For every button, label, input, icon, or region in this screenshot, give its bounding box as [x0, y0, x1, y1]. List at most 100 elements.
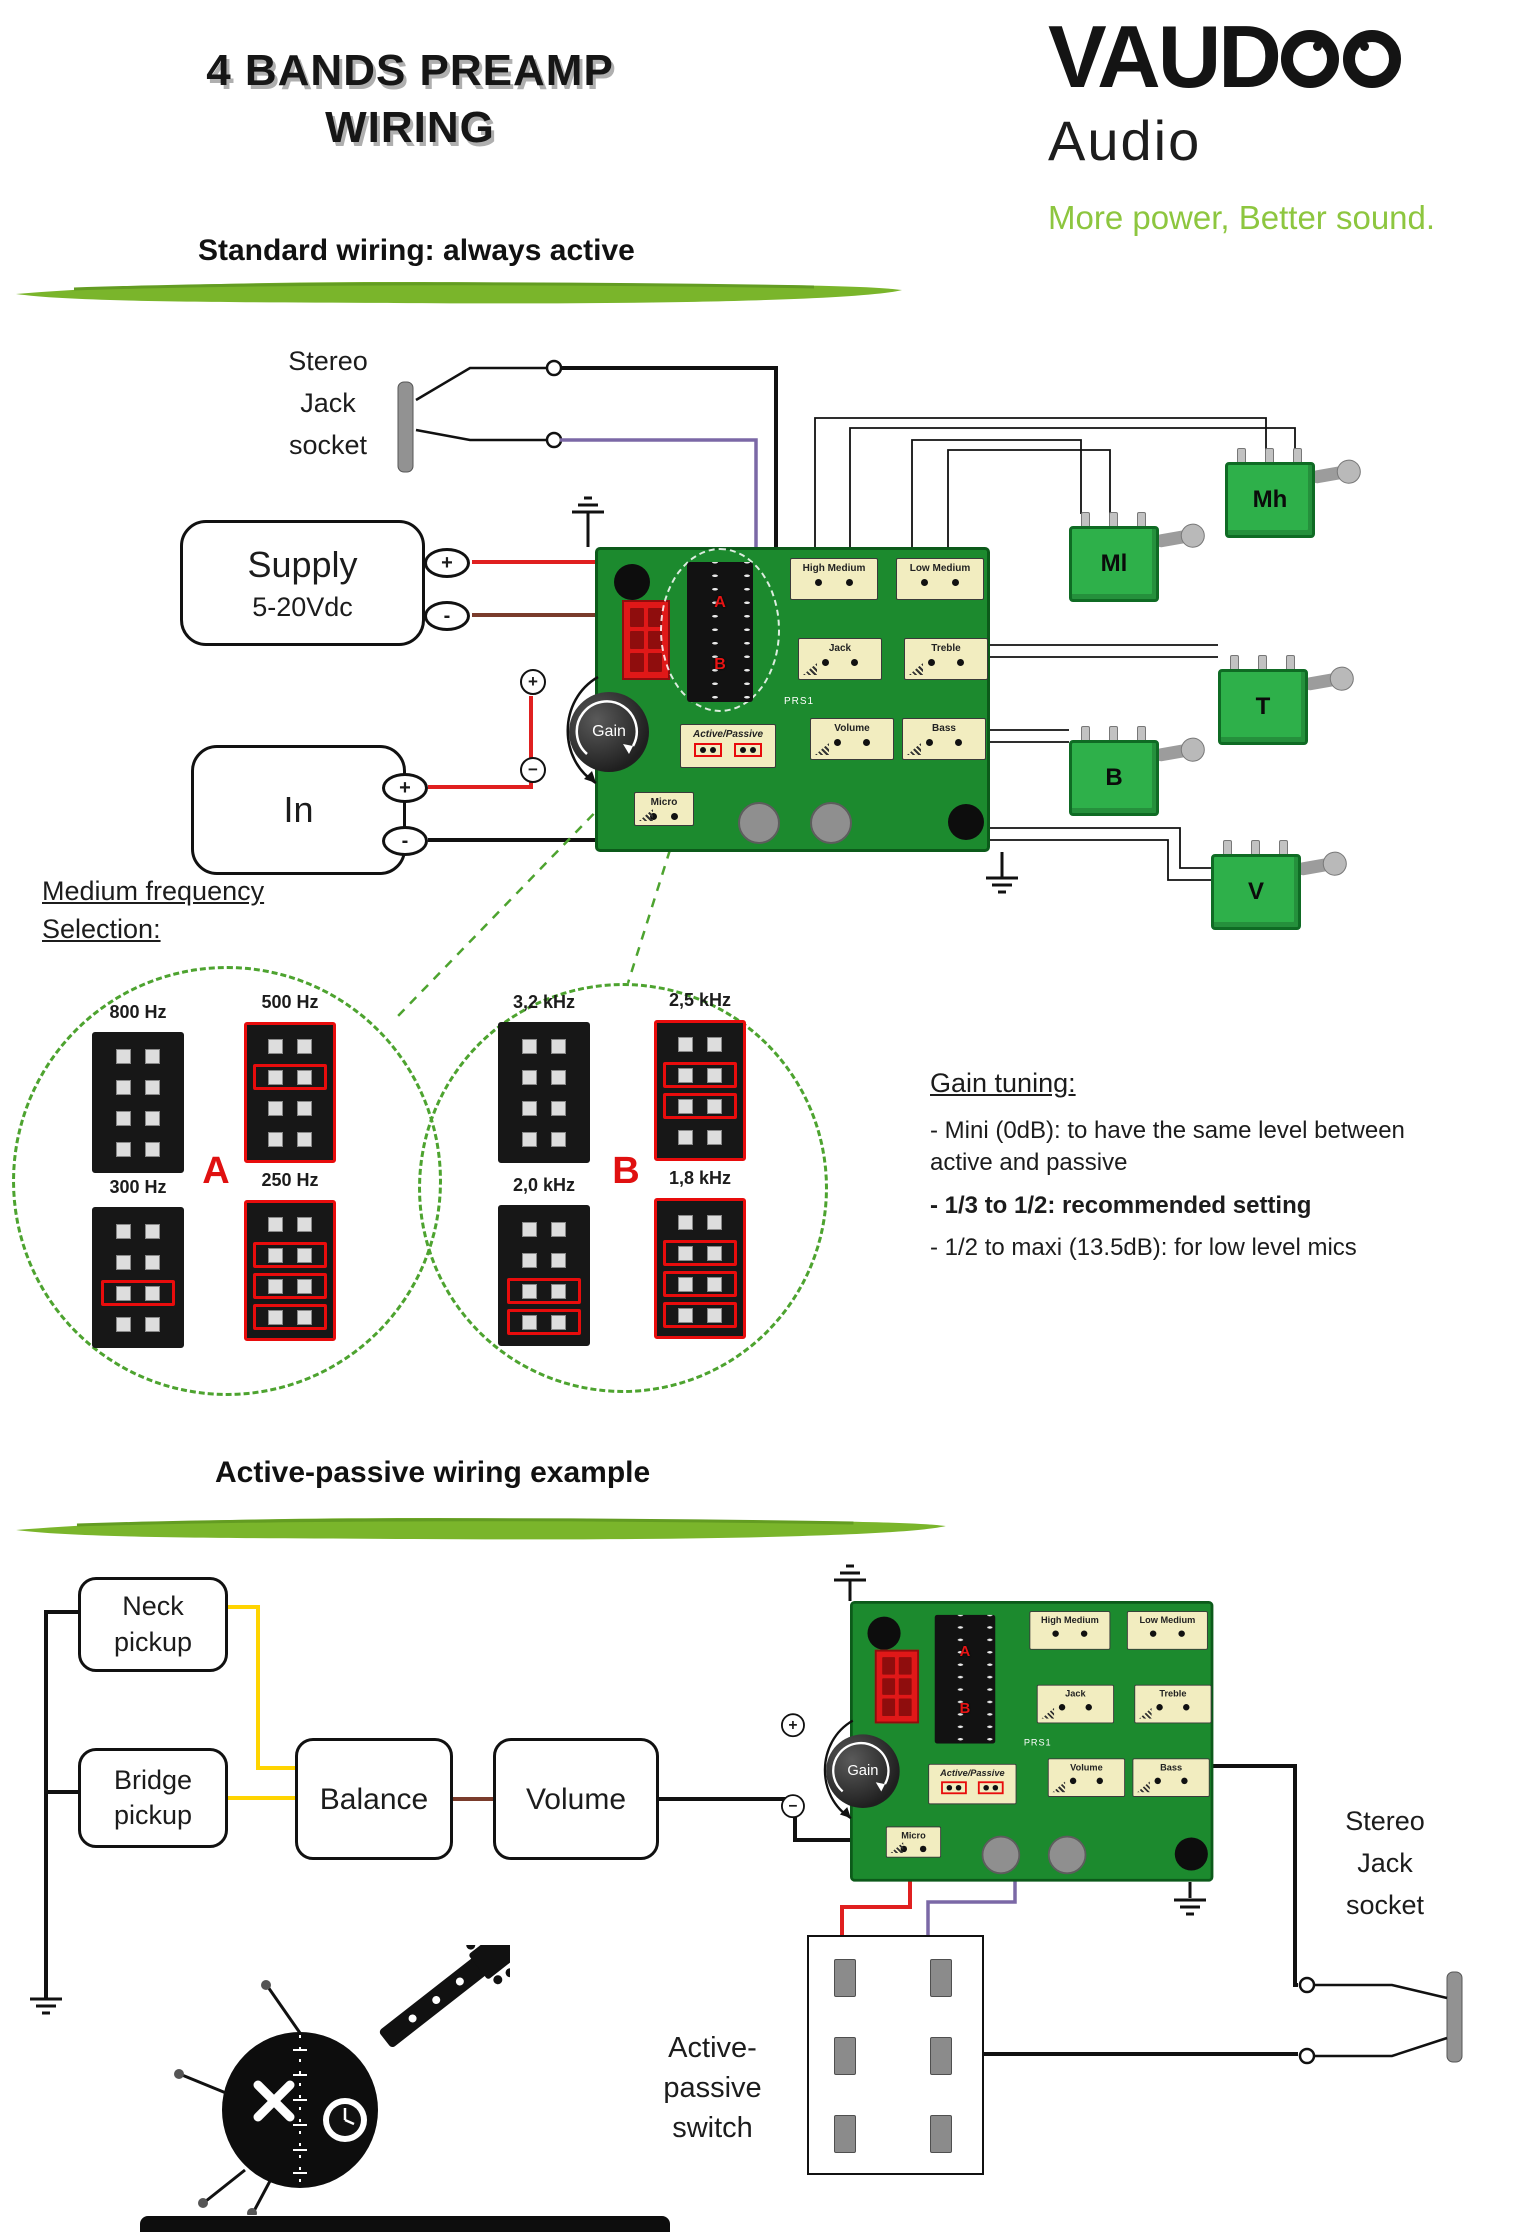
connector-bass: Bass — [1132, 1758, 1210, 1797]
jumper-block-ab: A B — [687, 562, 753, 702]
jumper-pad — [297, 1247, 312, 1263]
gain-tuning-item: - Mini (0dB): to have the same level bet… — [930, 1117, 1405, 1177]
wire-pickup-ground — [44, 1610, 78, 1999]
neck-pickup-box: Neck pickup — [78, 1577, 228, 1672]
switch-label: Active- passive switch — [663, 2032, 762, 2144]
jumper-pad — [297, 1216, 312, 1232]
pot-body: Ml — [1069, 526, 1159, 602]
x-eye-icon — [253, 2080, 295, 2122]
minus-terminal: − — [520, 757, 546, 783]
freq-label: 250 Hz — [261, 1170, 319, 1190]
potentiometer-mh: Mh — [1225, 448, 1350, 540]
supply-title: Supply — [247, 543, 358, 585]
page-title: 4 BANDS PREAMP WIRING — [135, 42, 685, 156]
capacitor-icon — [1174, 1837, 1208, 1871]
stereo-jack-label-line: Jack — [300, 388, 356, 418]
jumper-row — [663, 1240, 737, 1266]
jumper-pad — [707, 1098, 722, 1114]
jumper-pad — [707, 1067, 722, 1083]
jumper-pad — [268, 1309, 283, 1325]
knob-pointer-icon — [1312, 42, 1322, 51]
pot-shaft — [1154, 742, 1194, 763]
jumper-pad — [707, 1245, 722, 1261]
footer-bar — [140, 2216, 670, 2232]
active-passive-switch — [807, 1935, 984, 2175]
jumper-pad — [297, 1069, 312, 1085]
ground-icon — [834, 1564, 866, 1601]
capacitor-icon — [614, 564, 650, 600]
group-a-letter: A — [202, 1150, 230, 1192]
freq-label: 2,0 kHz — [512, 1175, 576, 1195]
jumper-row — [507, 1247, 581, 1273]
freq-label: 1,8 kHz — [668, 1168, 732, 1188]
jumper-row — [101, 1136, 175, 1162]
pin-group — [940, 1781, 967, 1795]
stereo-jack-label-line: Stereo — [288, 346, 368, 376]
jumper-row — [253, 1064, 327, 1090]
gain-knob: Gain — [826, 1734, 900, 1808]
jumper-pad — [678, 1276, 693, 1292]
jumper-pad — [116, 1079, 131, 1095]
connector-high-medium: High Medium — [1029, 1611, 1111, 1650]
jumper-diagram-300hz — [92, 1207, 184, 1348]
stereo-jack-label: Stereo Jack socket — [248, 340, 408, 466]
pot-body: T — [1218, 669, 1308, 745]
jumper-pad — [522, 1314, 537, 1330]
section1-heading: Standard wiring: always active — [198, 234, 635, 267]
jumper-row — [507, 1126, 581, 1152]
jumper-a-letter: A — [959, 1644, 971, 1660]
freq-label: 2,5 kHz — [668, 990, 732, 1010]
jumper-row — [663, 1062, 737, 1088]
jumper-row — [507, 1095, 581, 1121]
jumper-pad — [268, 1216, 283, 1232]
plus-terminal: + — [520, 669, 546, 695]
connector-low-medium: Low Medium — [896, 558, 984, 600]
page-title-line1: 4 BANDS PREAMP — [206, 46, 614, 95]
trimmer-icon — [810, 802, 852, 844]
jumper-row — [101, 1218, 175, 1244]
section2-heading: Active-passive wiring example — [215, 1456, 651, 1489]
jumper-pad — [678, 1067, 693, 1083]
trimmer-icon — [1047, 1835, 1087, 1875]
jumper-pad — [522, 1131, 537, 1147]
brand-tagline: More power, Better sound. — [1048, 199, 1436, 236]
potentiometer-v: V — [1211, 840, 1336, 932]
supply-plus-terminal: + — [424, 548, 470, 578]
brand-text: VAUD — [1048, 7, 1282, 106]
connector-micro: Micro — [634, 792, 694, 826]
supply-box: Supply 5-20Vdc — [180, 520, 425, 646]
jumper-pad — [116, 1141, 131, 1157]
ground-icon — [572, 496, 604, 547]
jumper-pad — [145, 1079, 160, 1095]
switch-pad — [930, 2115, 952, 2153]
jumper-row — [101, 1280, 175, 1306]
pot-shaft — [1154, 528, 1194, 549]
potentiometer-t: T — [1218, 655, 1343, 747]
jumper-pad — [678, 1098, 693, 1114]
brand-subtitle: Audio — [1048, 109, 1202, 172]
brand-logo: VAUD Audio More power, Better sound. — [1048, 6, 1528, 237]
jumper-diagram-2-0khz — [498, 1205, 590, 1346]
potentiometer-ml: Ml — [1069, 512, 1194, 604]
jumper-row — [663, 1124, 737, 1150]
jumper-row — [507, 1278, 581, 1304]
pcb-reference: PRS1 — [1023, 1738, 1052, 1749]
jumper-pad — [678, 1307, 693, 1323]
trimmer-icon — [738, 802, 780, 844]
jumper-pad — [116, 1048, 131, 1064]
jumper-row — [253, 1095, 327, 1121]
jumper-block-ab: A B — [934, 1614, 996, 1744]
stereo-jack-icon — [397, 359, 563, 473]
switch-pad — [834, 2037, 856, 2075]
connector-active-passive: Active/Passive — [680, 724, 776, 768]
freq-label: 3,2 kHz — [512, 992, 576, 1012]
jumper-pad — [707, 1036, 722, 1052]
jumper-pad — [116, 1254, 131, 1270]
jumper-pad — [268, 1247, 283, 1263]
jumper-row — [101, 1043, 175, 1069]
jumper-row — [507, 1309, 581, 1335]
jumper-b-letter: B — [714, 656, 726, 673]
stereo-jack-label-2: Stereo Jack socket — [1345, 1806, 1425, 1920]
volume-box: Volume — [493, 1738, 659, 1860]
jumper-row — [253, 1211, 327, 1237]
